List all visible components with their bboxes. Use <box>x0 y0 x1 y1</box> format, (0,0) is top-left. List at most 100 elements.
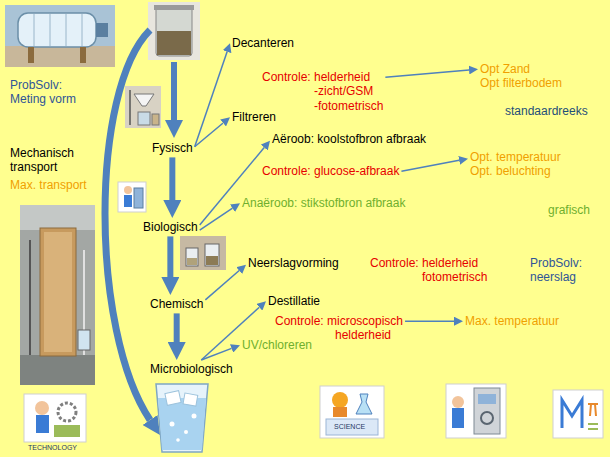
note-label: Max. transport <box>10 178 87 192</box>
math-icon <box>588 424 598 429</box>
technology-icon <box>24 394 86 442</box>
technology-icon <box>36 415 49 433</box>
control-label: fotometrisch <box>422 270 487 284</box>
column-apparatus-photo <box>44 232 72 352</box>
branch-arrow <box>195 52 227 147</box>
precipitation-photo <box>187 258 197 265</box>
sample-jar-photo <box>154 5 194 10</box>
technology-icon <box>54 425 80 437</box>
method-label: Destillatie <box>268 294 320 308</box>
bottle-photo <box>5 46 115 67</box>
bottle-photo <box>96 23 108 37</box>
branch-arrow <box>205 271 239 300</box>
control-label: Controle: glucose-afbraak <box>262 164 399 178</box>
water-glass-icon <box>184 430 188 434</box>
method-label: Filtreren <box>232 110 276 124</box>
bottle-photo <box>28 47 34 63</box>
precipitation-photo <box>180 236 226 270</box>
filter-photo <box>125 86 161 128</box>
node-text: Decanteren <box>232 36 294 50</box>
node-text: Biologisch <box>143 220 198 234</box>
note-label: grafisch <box>548 203 590 217</box>
column-apparatus-photo <box>29 240 31 355</box>
engineering-icon <box>446 384 506 438</box>
node-text: Opt. temperatuur <box>470 150 561 164</box>
branch-arrow <box>201 348 231 360</box>
column-apparatus-photo <box>20 205 95 385</box>
science-icon <box>326 419 378 435</box>
node-text: Opt. beluchting <box>470 164 561 178</box>
bottle-photo <box>18 13 96 47</box>
bottle-photo <box>80 47 86 63</box>
optimum-label: Opt. temperatuurOpt. beluchting <box>470 150 561 179</box>
technology-icon <box>58 403 76 421</box>
node-text: Filtreren <box>232 110 276 124</box>
engineering-icon <box>478 394 496 404</box>
branch-arrow <box>401 160 459 171</box>
branch-arrow <box>201 307 259 360</box>
bottle-photo <box>5 5 115 67</box>
sample-jar-photo <box>156 7 192 56</box>
engineering-icon <box>481 412 493 424</box>
precipitation-photo <box>186 248 198 266</box>
node-text: Fysisch <box>152 141 193 155</box>
method-label: Aëroob: koolstofbron afbraak <box>272 132 426 146</box>
node-text: Microbiologisch <box>150 362 233 376</box>
icon-caption: TECHNOLOGY <box>28 444 77 452</box>
filter-photo <box>134 94 154 106</box>
column-apparatus-photo <box>40 228 76 356</box>
method-label: Anaëroob: stikstofbron afbraak <box>242 196 405 210</box>
filter-photo <box>152 114 159 125</box>
science-icon <box>332 392 348 408</box>
note-label: ProbSolv: Meting vorm <box>10 78 90 107</box>
engineer-icon <box>124 195 132 207</box>
filter-photo <box>138 112 150 125</box>
node-text: Chemisch <box>150 297 203 311</box>
stage-label: Fysisch <box>152 141 193 155</box>
stage-label: Chemisch <box>150 297 203 311</box>
node-text: Controle: microscopisch <box>275 314 403 328</box>
precipitation-photo <box>206 256 218 265</box>
water-glass-icon <box>170 422 175 427</box>
engineer-icon <box>134 188 143 208</box>
node-text: Anaëroob: stikstofbron afbraak <box>242 196 405 210</box>
column-apparatus-photo <box>20 205 95 385</box>
engineer-icon <box>118 182 146 212</box>
sample-jar-photo <box>148 2 200 60</box>
note-label: ProbSolv: neerslag <box>530 256 602 285</box>
node-text: UV/chloreren <box>242 338 312 352</box>
sample-jar-photo <box>157 31 191 55</box>
science-icon <box>320 386 384 438</box>
method-label: Neerslagvorming <box>248 256 339 270</box>
optimum-label: Max. temperatuur <box>465 314 559 328</box>
math-icon <box>588 404 598 416</box>
flow-arrow <box>169 157 175 200</box>
flow-arrow <box>171 62 177 120</box>
water-glass-icon <box>192 414 197 419</box>
water-glass-icon <box>176 438 180 442</box>
node-text: Controle: glucose-afbraak <box>262 164 399 178</box>
science-icon <box>356 394 372 414</box>
stage-label: Biologisch <box>143 220 198 234</box>
branch-arrow <box>195 123 223 147</box>
flow-arrow <box>174 313 180 342</box>
optimum-label: Opt ZandOpt filterbodem <box>480 62 562 91</box>
math-icon <box>553 390 603 438</box>
bottle-photo <box>82 14 83 46</box>
sample-jar-photo <box>148 2 200 60</box>
math-icon <box>562 400 582 428</box>
engineering-icon <box>446 384 506 438</box>
engineer-icon <box>124 186 132 194</box>
filter-photo <box>129 90 131 125</box>
water-glass-icon <box>156 384 208 452</box>
column-apparatus-photo <box>20 205 95 230</box>
science-icon <box>320 386 384 438</box>
control-label: Controle: helderheid <box>370 256 478 270</box>
node-text: helderheid <box>335 328 403 342</box>
engineering-icon <box>474 388 500 434</box>
icon-caption: SCIENCE <box>334 423 365 431</box>
method-label: UV/chloreren <box>242 338 312 352</box>
node-text: Controle: helderheid <box>262 70 383 84</box>
bottle-photo <box>50 14 51 46</box>
